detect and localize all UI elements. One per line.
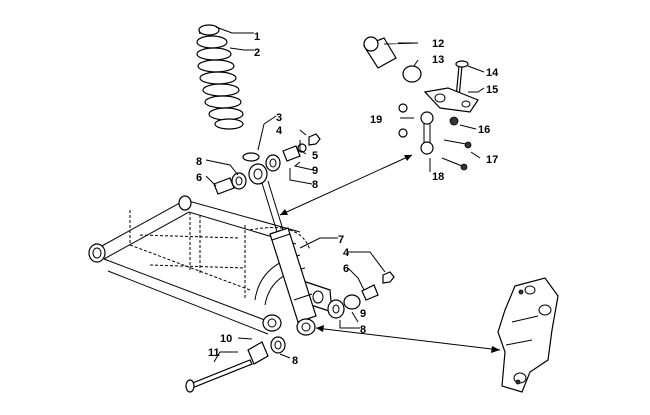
stabilizer-link-hardware xyxy=(363,36,479,171)
callout-12: 12 xyxy=(432,38,444,50)
callout-2: 2 xyxy=(254,47,260,59)
callout-4: 4 xyxy=(276,125,283,137)
callout-5: 5 xyxy=(312,150,318,162)
callout-8: 8 xyxy=(292,355,298,367)
callout-16: 16 xyxy=(478,124,490,136)
callout-3: 3 xyxy=(276,112,282,124)
a-arm xyxy=(88,195,333,335)
shock-absorber xyxy=(248,163,317,336)
callout-4: 4 xyxy=(343,247,350,259)
callout-labels: 1 2 3 4 5 6 7 8 8 9 12 13 14 15 16 17 18… xyxy=(196,31,499,367)
callout-7: 7 xyxy=(338,234,344,246)
callout-13: 13 xyxy=(432,54,444,66)
steering-knuckle xyxy=(497,277,559,393)
callout-17: 17 xyxy=(486,154,498,166)
coil-spring xyxy=(196,24,244,130)
callout-9: 9 xyxy=(360,308,366,320)
callout-6: 6 xyxy=(343,263,349,275)
callout-15: 15 xyxy=(486,84,498,96)
leader-lines xyxy=(205,26,485,363)
assembly-arrows xyxy=(279,154,501,353)
callout-8: 8 xyxy=(312,179,318,191)
callout-18: 18 xyxy=(432,171,444,183)
callout-9: 9 xyxy=(312,165,318,177)
callout-10: 10 xyxy=(220,333,232,345)
callout-8: 8 xyxy=(196,156,202,168)
callout-8: 8 xyxy=(360,324,366,336)
lower-mount-hardware xyxy=(185,271,395,393)
callout-19: 19 xyxy=(370,114,382,126)
callout-14: 14 xyxy=(486,67,499,79)
callout-11: 11 xyxy=(208,347,220,359)
callout-1: 1 xyxy=(254,31,260,43)
spring-retainer xyxy=(242,152,260,162)
upper-mount-hardware xyxy=(213,133,321,195)
callout-6: 6 xyxy=(196,172,202,184)
